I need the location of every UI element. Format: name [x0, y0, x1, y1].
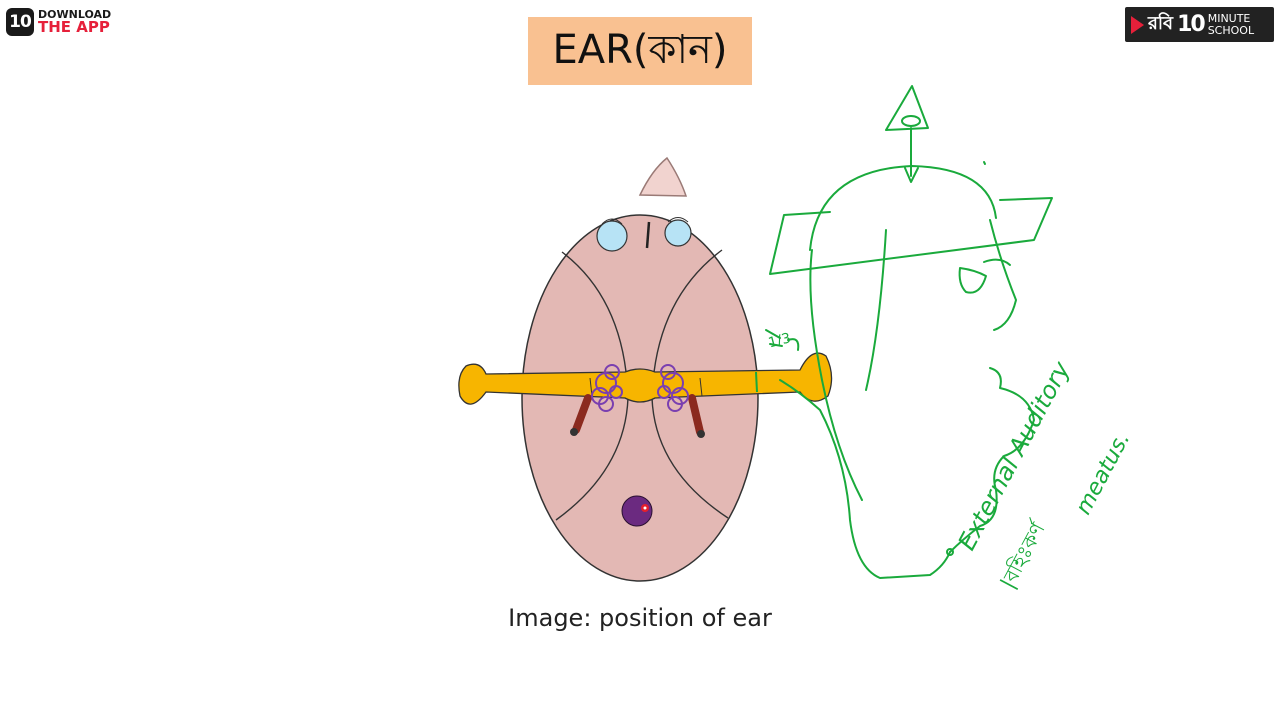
head-top-tip	[638, 156, 688, 197]
eye-right	[664, 219, 692, 247]
nose-line	[645, 221, 651, 249]
school-label: SCHOOL	[1207, 23, 1255, 37]
bengali-note: |বহিঃকর্ণ	[995, 517, 1051, 593]
download-text: DOWNLOAD THE APP	[38, 9, 111, 35]
the-app-label: THE APP	[38, 18, 110, 36]
fraction-note: 1/3	[767, 330, 793, 351]
minute-label: MINUTE	[1207, 11, 1251, 25]
download-app-badge[interactable]: 10 DOWNLOAD THE APP	[6, 6, 118, 38]
auditory-canal-bar	[458, 352, 833, 405]
download-label: DOWNLOAD	[38, 8, 112, 21]
robi-label: রবি	[1148, 13, 1174, 34]
ten-minute-logo-icon: 10	[6, 8, 34, 36]
eye-left	[596, 220, 628, 252]
play-triangle-icon	[1131, 15, 1144, 34]
eustachian-tube-left	[572, 394, 592, 434]
slide-title: EAR(কান)	[528, 17, 752, 85]
mouth-ball	[621, 495, 653, 527]
ossicles-left	[591, 364, 623, 412]
head-sketch	[765, 85, 1053, 579]
eac-label-line1: External Auditory	[953, 356, 1076, 555]
ten-label: 10	[1177, 12, 1206, 37]
robi-10-minute-school-logo: রবি 10 MINUTE SCHOOL	[1125, 7, 1274, 42]
eustachian-tube-right	[688, 394, 704, 436]
minute-school-label: MINUTE SCHOOL	[1208, 13, 1254, 36]
image-caption: Image: position of ear	[508, 604, 772, 632]
ossicles-right	[657, 364, 689, 412]
eac-label-line2: meatus.	[1071, 428, 1135, 519]
